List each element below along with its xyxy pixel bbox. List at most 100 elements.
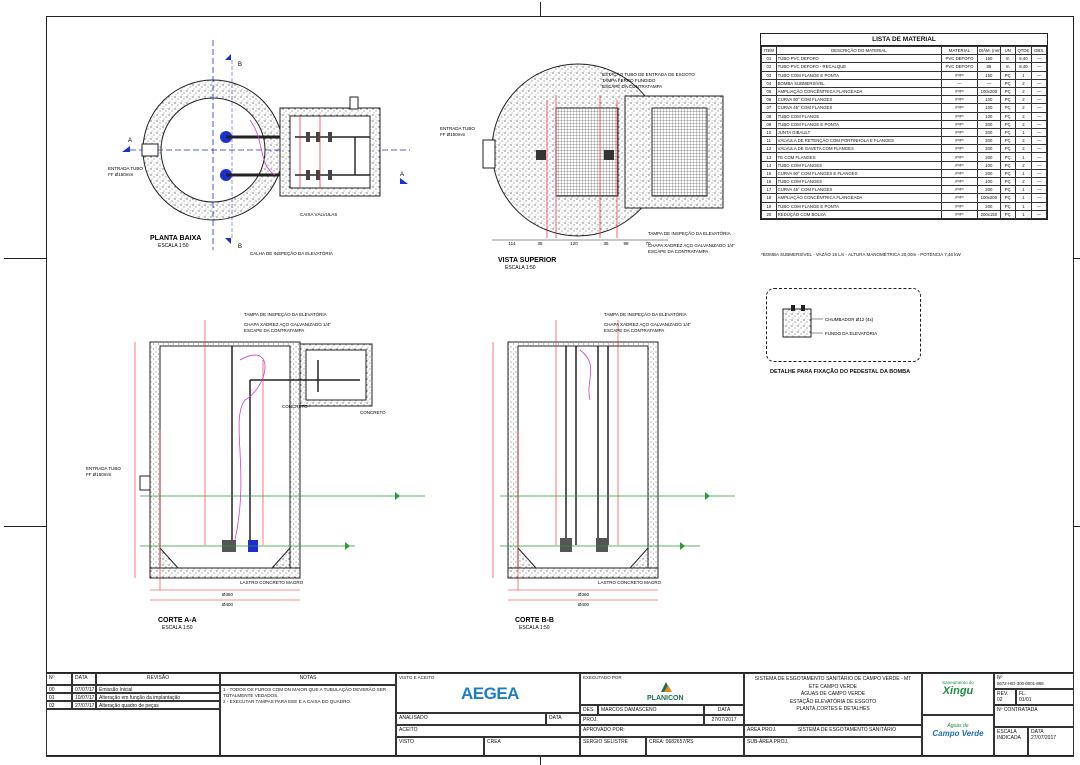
table-cell: 01 <box>761 54 777 64</box>
doc-number-cell: Nº 0672-HID-300-0001-888 <box>994 673 1074 689</box>
escala-cell: ESCALA INDICADA <box>994 727 1028 757</box>
eng-name: SERGIO SELISTRE <box>580 737 646 757</box>
table-cell: 200 <box>976 152 1001 162</box>
table-cell: TUBO COM FLANGES <box>775 176 943 187</box>
table-cell: PÇ <box>999 201 1016 211</box>
note-text: TAMPA FERRO FUNDIDO <box>602 78 656 83</box>
table-cell: FºFº <box>941 119 978 129</box>
table-cell: PÇ <box>999 185 1016 195</box>
vista-superior-view: 114 35 120 35 98 70 ESTAÇÃO TUBO DE ENTR… <box>440 63 735 271</box>
analisado-cell: ANALISADO <box>396 713 546 725</box>
table-cell: 1 <box>1014 127 1033 138</box>
frame-tick <box>4 526 46 527</box>
dim-label: Ø400 <box>578 602 590 607</box>
table-cell: — <box>1031 62 1047 72</box>
frame-tick <box>1074 526 1080 527</box>
table-cell: 1 <box>1014 193 1033 203</box>
table-cell: CURVA 45° COM FLANGES <box>775 103 943 113</box>
rev-header-revisao: REVISÃO <box>96 673 220 685</box>
campo-verde-logo: Campo Verde <box>932 729 984 738</box>
table-cell: FºFº <box>941 70 978 80</box>
table-cell: — <box>1031 176 1047 187</box>
table-cell: FºFº <box>941 86 978 97</box>
table-cell: 100 <box>976 103 1001 113</box>
table-cell: 100 <box>976 111 1001 121</box>
table-cell: 07 <box>761 103 777 113</box>
table-cell: FºFº <box>941 111 978 121</box>
table-cell: PÇ <box>999 144 1016 154</box>
table-cell: 18 <box>761 193 777 203</box>
detail-caption: DETALHE PARA FIXAÇÃO DO PEDESTAL DA BOMB… <box>770 369 911 375</box>
des-label: DES. <box>580 705 598 715</box>
proj-label: PROJ. <box>580 715 704 725</box>
table-cell: — <box>1031 168 1047 179</box>
table-cell: — <box>941 78 978 88</box>
dim-label: 35 <box>537 241 543 246</box>
table-cell: 1 <box>1014 185 1033 195</box>
table-cell: CURVA 45° COM FLANGES <box>775 185 943 195</box>
table-cell: PÇ <box>999 86 1016 97</box>
table-cell: 150 <box>976 54 1001 64</box>
table-cell: 200 <box>976 136 1001 146</box>
dim-label: 35 <box>603 241 609 246</box>
table-cell: 04 <box>761 78 777 88</box>
note-text: ESCAPE DA CONTRATAMPA <box>648 249 708 254</box>
table-cell: PVC DEFOFO <box>941 54 978 64</box>
xingu-logo-cell: Saneamento do Xingu <box>922 673 994 715</box>
table-cell: 2 <box>1014 176 1033 187</box>
rev-label: REV. <box>997 691 1009 697</box>
note-text: CONCRETO <box>282 404 308 409</box>
detail-label: CHUMBADOR Ø12 (4x) <box>825 317 874 322</box>
corte-aa-scale: ESCALA 1:50 <box>162 625 193 631</box>
material-list-title: LISTA DE MATERIAL <box>761 34 1047 46</box>
table-cell: 2 <box>1014 86 1033 97</box>
table-cell: 16 <box>761 176 777 187</box>
table-cell: — <box>1031 201 1047 211</box>
fl-value: 01/01 <box>1019 697 1032 703</box>
nota-item: 2 - EXECUTAR TAMPAS PARA EEE E A CAIXA D… <box>223 699 352 704</box>
table-cell: 06 <box>761 95 777 105</box>
rev-cell: Alteração em função da implantação <box>96 693 220 701</box>
note-text: ESCAPE DA CONTRATAMPA <box>602 84 662 89</box>
table-cell: 15 <box>761 168 777 179</box>
table-cell: — <box>1031 95 1047 105</box>
rev-cell: Alteração quadro de peças <box>96 701 220 709</box>
table-cell: 8,40 <box>1014 62 1033 72</box>
contratada-cell: Nº CONTRATADA <box>994 705 1074 727</box>
area-proj-value: SISTEMA DE ESGOTAMENTO SANITÁRIO <box>797 727 897 733</box>
material-col-header: MATERIAL <box>941 45 978 56</box>
xingu-logo-top: Saneamento do <box>942 680 974 685</box>
table-cell: AMPLIAÇÃO CONCÊNTRICA FLANGEADA <box>775 86 943 97</box>
table-cell: 20 <box>761 209 777 219</box>
note-text: CHAPA XADREZ AÇO GALVANIZADO 1/4" <box>648 243 735 248</box>
table-cell: — <box>1031 209 1047 219</box>
table-cell: 09 <box>761 119 777 129</box>
table-cell: TUBO COM FLANGE <box>775 111 943 121</box>
planta-baixa-scale: ESCALA 1:50 <box>158 243 189 249</box>
rev-cell-box: REV. 02 <box>994 689 1016 705</box>
table-cell: FºFº <box>941 103 978 113</box>
data-value: 27/07/2017 <box>1031 735 1057 741</box>
table-cell: — <box>1031 78 1047 88</box>
table-cell: 100 <box>976 95 1001 105</box>
table-cell: PÇ <box>999 152 1016 162</box>
rev-cell: 07/07/17 <box>72 685 96 693</box>
table-cell: — <box>1031 70 1047 80</box>
doc-number-label: Nº <box>997 675 1003 681</box>
note-text: CHAPA XADREZ AÇO GALVANIZADO 1/4" <box>604 322 691 327</box>
table-cell: — <box>1031 119 1047 129</box>
table-cell: 11 <box>761 136 777 146</box>
table-cell: 19 <box>761 201 777 211</box>
ff-label: FF Ø150mm <box>108 172 134 177</box>
table-cell: JUNTA GIBAULT <box>775 127 943 138</box>
table-cell: 100x200 <box>976 193 1001 203</box>
table-cell: PVC DEFOFO <box>941 62 978 72</box>
table-cell: 100 <box>976 160 1001 170</box>
note-text: CONCRETO <box>360 410 386 415</box>
